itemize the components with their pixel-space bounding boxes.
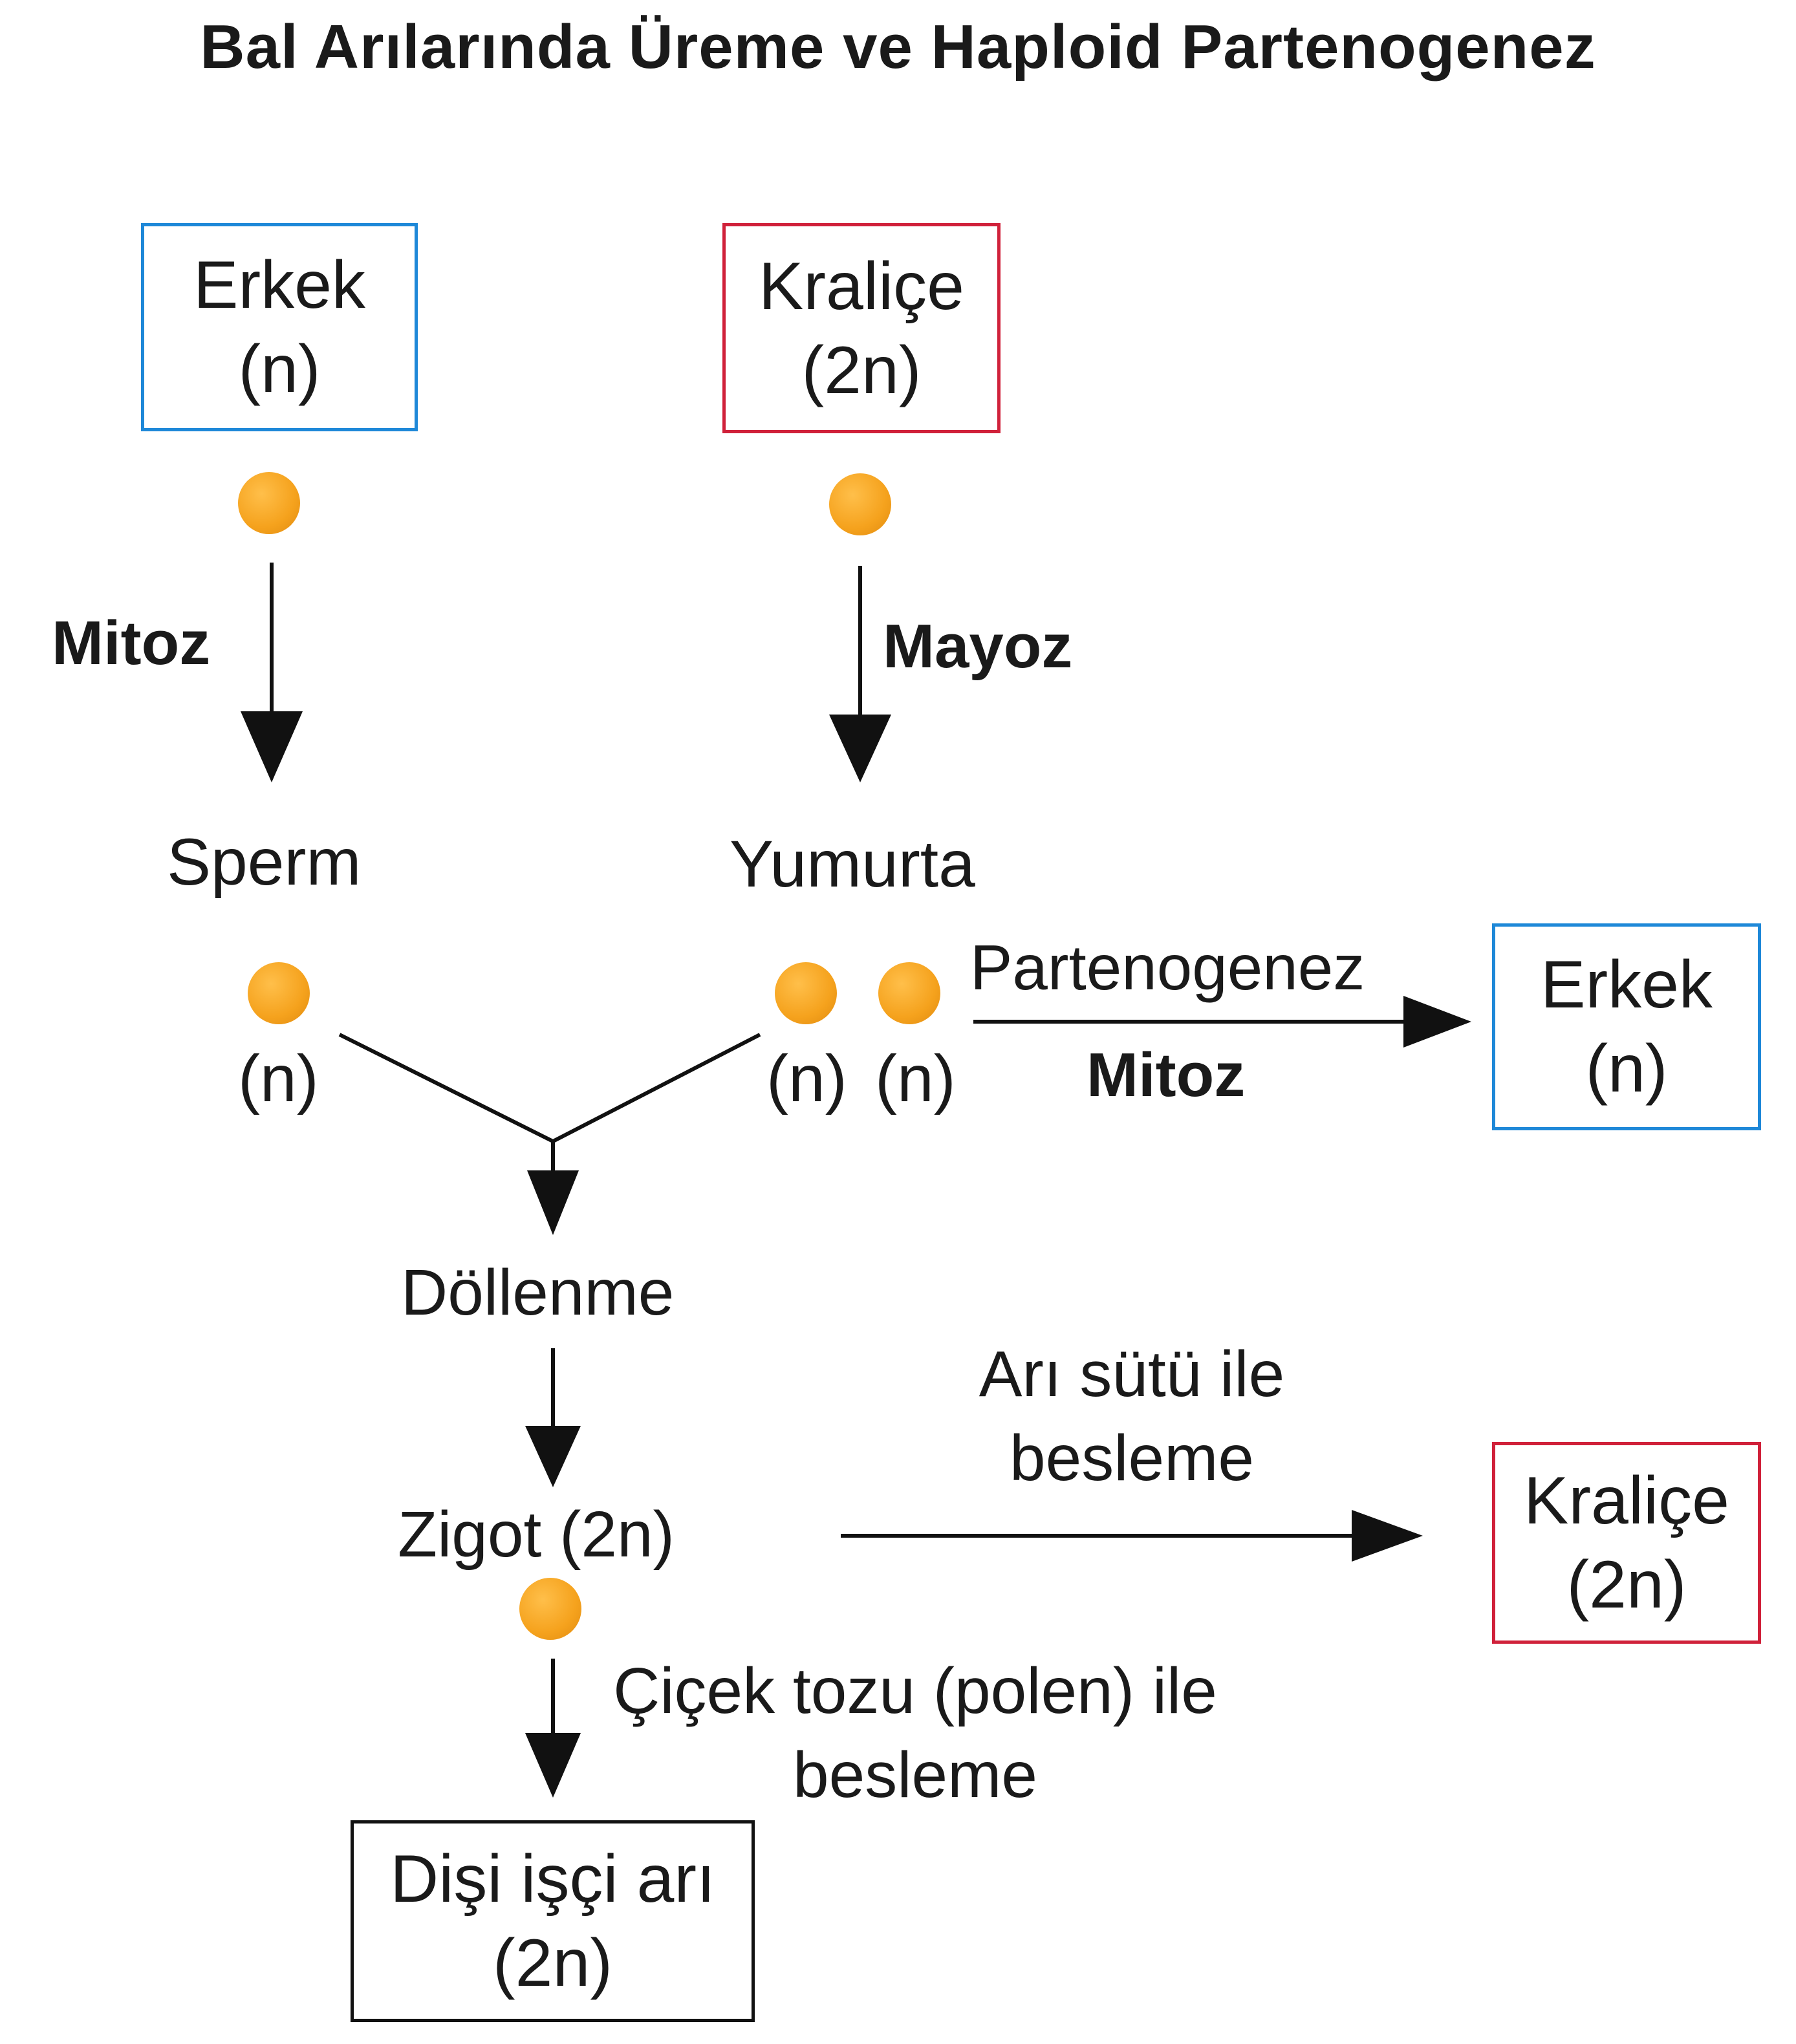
male-offspring-box: Erkek (n) xyxy=(1492,923,1761,1130)
meiosis-arrowhead xyxy=(829,715,891,782)
royal-jelly-line1: Arı sütü ile xyxy=(979,1338,1285,1410)
sperm-cell xyxy=(248,962,310,1024)
worker-box: Dişi işçi arı (2n) xyxy=(351,1820,755,2022)
parthenogenesis-arrowhead xyxy=(1403,996,1471,1048)
pollen-line1: Çiçek tozu (polen) ile xyxy=(613,1655,1217,1727)
zygote-label: Zigot (2n) xyxy=(398,1498,675,1571)
diagram-title: Bal Arılarında Üreme ve Haploid Partenog… xyxy=(200,12,1596,81)
egg-cell-b xyxy=(878,962,940,1024)
egg-cell-a xyxy=(775,962,837,1024)
zygote-arrowhead xyxy=(525,1426,581,1487)
parthenogenesis-division-label: Mitoz xyxy=(1087,1040,1246,1110)
sperm-label: Sperm xyxy=(167,825,362,899)
queen-parent-box: Kraliçe (2n) xyxy=(722,223,1001,433)
fertilization-label: Döllenme xyxy=(401,1256,675,1329)
male-division-label: Mitoz xyxy=(52,608,211,678)
male-parent-box: Erkek (n) xyxy=(141,223,418,431)
worker-ploidy: (2n) xyxy=(493,1926,612,2001)
male-offspring-ploidy: (n) xyxy=(1585,1031,1668,1106)
queen-parent-name: Kraliçe xyxy=(759,248,964,324)
queen-offspring-ploidy: (2n) xyxy=(1566,1547,1687,1622)
pollen-label: Çiçek tozu (polen) ile besleme xyxy=(589,1649,1242,1817)
egg-label: Yumurta xyxy=(730,827,975,901)
male-offspring-name: Erkek xyxy=(1541,947,1713,1022)
royal-jelly-label: Arı sütü ile besleme xyxy=(941,1332,1323,1500)
parthenogenesis-label: Partenogenez xyxy=(970,932,1365,1003)
egg-ploidy-a: (n) xyxy=(766,1042,847,1115)
queen-offspring-name: Kraliçe xyxy=(1524,1463,1729,1538)
fertilization-arrowhead xyxy=(527,1170,579,1235)
pollen-line2: besleme xyxy=(793,1739,1037,1811)
egg-ploidy-b: (n) xyxy=(875,1042,956,1115)
queen-parent-ploidy: (2n) xyxy=(801,332,922,408)
male-parent-name: Erkek xyxy=(193,248,365,323)
queen-offspring-box: Kraliçe (2n) xyxy=(1492,1442,1761,1644)
male-parent-cell xyxy=(238,472,300,534)
worker-arrowhead xyxy=(525,1733,581,1798)
royal-jelly-arrowhead xyxy=(1352,1510,1423,1562)
zygote-cell xyxy=(519,1578,581,1640)
royal-jelly-line2: besleme xyxy=(1010,1422,1254,1494)
male-parent-ploidy: (n) xyxy=(238,332,321,407)
queen-division-label: Mayoz xyxy=(883,612,1073,681)
mitosis-arrowhead xyxy=(241,711,303,782)
worker-name: Dişi işçi arı xyxy=(390,1842,715,1917)
queen-parent-cell xyxy=(829,473,891,535)
sperm-ploidy: (n) xyxy=(238,1042,319,1115)
fertilization-merge-lines xyxy=(338,1033,761,1144)
